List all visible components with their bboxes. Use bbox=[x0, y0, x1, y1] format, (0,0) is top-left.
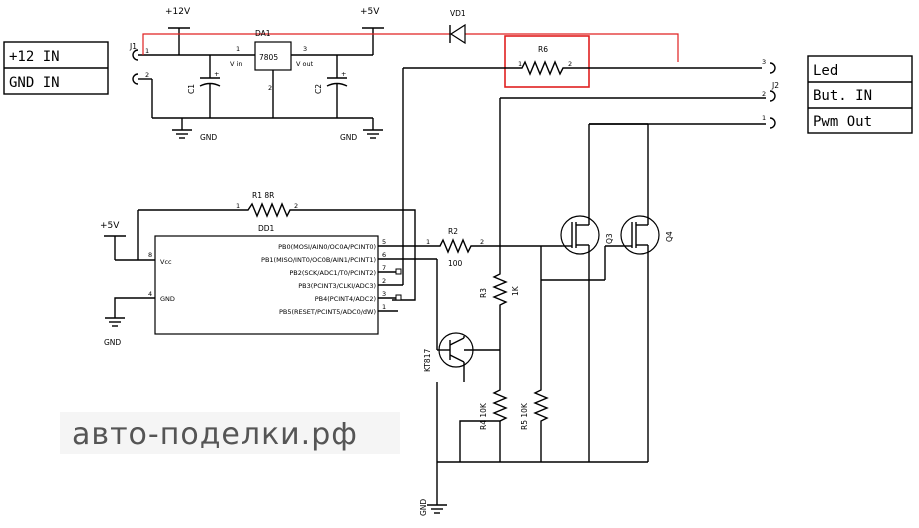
regulator-da1: DA1 7805 1 3 V in V out 2 bbox=[230, 29, 373, 118]
svg-text:1: 1 bbox=[762, 114, 766, 122]
svg-text:Q4: Q4 bbox=[665, 231, 674, 242]
mosfet-q4: Q4 bbox=[620, 124, 674, 255]
svg-text:2: 2 bbox=[268, 84, 272, 92]
mosfet-q3: Q3 bbox=[560, 124, 614, 280]
svg-text:R3: R3 bbox=[479, 288, 488, 298]
svg-text:1: 1 bbox=[426, 238, 430, 246]
v5-left-label: +5V bbox=[100, 221, 120, 231]
svg-text:V out: V out bbox=[296, 60, 314, 68]
svg-text:3: 3 bbox=[382, 290, 386, 298]
svg-text:1: 1 bbox=[236, 202, 240, 210]
svg-text:4: 4 bbox=[148, 290, 152, 298]
v12-label: +12V bbox=[165, 7, 191, 17]
resistor-r2: R2 100 1 2 bbox=[426, 227, 562, 268]
svg-text:7: 7 bbox=[382, 264, 386, 272]
connector-j1: J1 1 2 bbox=[129, 42, 258, 85]
svg-text:C2: C2 bbox=[314, 84, 323, 94]
svg-text:PB0(MOSI/AIN0/OC0A/PCINT0): PB0(MOSI/AIN0/OC0A/PCINT0) bbox=[278, 243, 376, 251]
svg-text:2: 2 bbox=[762, 90, 766, 98]
led-feed-wire bbox=[142, 33, 679, 62]
pwm-out-label: Pwm Out bbox=[813, 114, 872, 130]
svg-text:+: + bbox=[341, 70, 346, 78]
capacitor-c2: C2 + bbox=[314, 55, 348, 118]
svg-text:2: 2 bbox=[382, 277, 386, 285]
svg-text:R2: R2 bbox=[448, 227, 458, 236]
svg-text:2: 2 bbox=[145, 71, 149, 79]
svg-text:DA1: DA1 bbox=[255, 29, 271, 38]
svg-text:Q3: Q3 bbox=[605, 233, 614, 244]
svg-text:1: 1 bbox=[145, 47, 149, 55]
svg-text:DD1: DD1 bbox=[258, 224, 275, 233]
ground-symbol-4: GND bbox=[419, 499, 447, 516]
svg-text:2: 2 bbox=[294, 202, 298, 210]
svg-text:R6: R6 bbox=[538, 45, 548, 54]
svg-text:V in: V in bbox=[230, 60, 242, 68]
svg-text:3: 3 bbox=[303, 45, 307, 53]
svg-text:6: 6 bbox=[382, 251, 386, 259]
connector-j2: J2 3 2 1 bbox=[762, 58, 779, 129]
svg-text:1: 1 bbox=[236, 45, 240, 53]
svg-text:PB1(MISO/INT0/OC0B/AIN1/PCINT1: PB1(MISO/INT0/OC0B/AIN1/PCINT1) bbox=[261, 256, 376, 264]
ground-symbol-3: GND bbox=[104, 317, 125, 347]
svg-text:8: 8 bbox=[148, 251, 152, 259]
resistor-r3: R3 1K bbox=[479, 268, 520, 350]
svg-text:+: + bbox=[214, 70, 219, 78]
svg-text:PB5(RESET/PCINT5/ADC0/dW): PB5(RESET/PCINT5/ADC0/dW) bbox=[279, 308, 376, 316]
resistor-r6: R6 1 2 bbox=[504, 35, 590, 88]
svg-text:PB2(SCK/ADC1/T0/PCINT2): PB2(SCK/ADC1/T0/PCINT2) bbox=[289, 269, 376, 277]
svg-text:KT817: KT817 bbox=[423, 349, 432, 372]
svg-text:R1 8R: R1 8R bbox=[252, 191, 274, 200]
svg-text:VD1: VD1 bbox=[450, 9, 466, 18]
svg-text:R5 10K: R5 10K bbox=[520, 402, 529, 430]
svg-text:7805: 7805 bbox=[259, 53, 278, 62]
svg-text:GND: GND bbox=[160, 295, 175, 303]
svg-text:100: 100 bbox=[448, 259, 463, 268]
svg-text:1: 1 bbox=[382, 303, 386, 311]
svg-text:PB4(PCINT4/ADC2): PB4(PCINT4/ADC2) bbox=[315, 295, 376, 303]
svg-text:J2: J2 bbox=[771, 81, 779, 90]
output-label-box: Led But. IN Pwm Out bbox=[807, 55, 913, 134]
svg-text:J1: J1 bbox=[129, 42, 137, 51]
svg-text:3: 3 bbox=[762, 58, 766, 66]
svg-text:GND: GND bbox=[419, 499, 428, 516]
but-in-label: But. IN bbox=[813, 88, 872, 104]
v5-top-label: +5V bbox=[360, 7, 380, 17]
svg-text:1: 1 bbox=[518, 60, 522, 68]
svg-text:2: 2 bbox=[568, 60, 572, 68]
watermark-text: авто-поделки.рф bbox=[72, 417, 358, 452]
svg-text:GND: GND bbox=[104, 338, 121, 347]
svg-text:5: 5 bbox=[382, 238, 386, 246]
svg-text:2: 2 bbox=[480, 238, 484, 246]
resistor-r4: R4 10K bbox=[459, 382, 508, 462]
input-label-box: +12 IN GND IN bbox=[3, 41, 109, 95]
svg-text:GND: GND bbox=[200, 133, 217, 142]
resistor-r1: R1 8R 1 2 bbox=[138, 191, 416, 301]
svg-text:GND: GND bbox=[340, 133, 357, 142]
led-label: Led bbox=[813, 63, 838, 79]
resistor-r5: R5 10K bbox=[520, 382, 549, 462]
ground-symbol-1: GND bbox=[172, 129, 217, 142]
capacitor-c1: C1 + bbox=[187, 55, 221, 118]
plus12-in-label: +12 IN bbox=[9, 49, 60, 65]
svg-text:PB3(PCINT3/CLKI/ADC3): PB3(PCINT3/CLKI/ADC3) bbox=[298, 282, 376, 290]
microcontroller-dd1: DD1 Vcc GND 8 4 PB0(MOSI/AIN0/OC0A/PCINT… bbox=[148, 224, 437, 335]
transistor-kt817: KT817 bbox=[423, 332, 500, 372]
gnd-in-label: GND IN bbox=[9, 75, 60, 91]
svg-text:1K: 1K bbox=[511, 285, 520, 296]
svg-text:C1: C1 bbox=[187, 84, 196, 94]
diode-vd1: VD1 bbox=[449, 9, 466, 45]
svg-text:R4 10K: R4 10K bbox=[479, 402, 488, 430]
svg-text:Vcc: Vcc bbox=[160, 258, 172, 266]
ground-symbol-2: GND bbox=[340, 129, 383, 142]
